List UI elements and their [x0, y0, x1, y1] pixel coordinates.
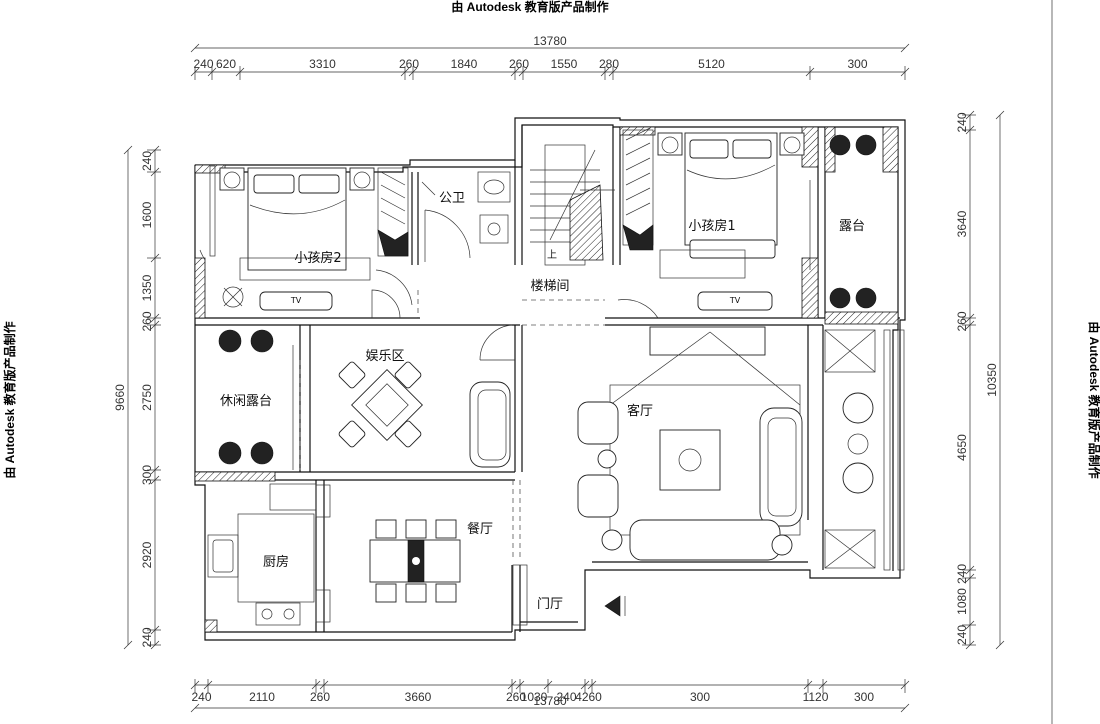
bottom-dimension-label: 2110	[249, 690, 275, 704]
terrace-plants	[829, 134, 877, 309]
top-dimension-label: 280	[599, 57, 619, 71]
public-bath-fixtures	[421, 171, 511, 244]
windows	[209, 165, 905, 571]
bottom-dimension-label: 260	[310, 690, 330, 704]
room-label-kid-room-1: 小孩房1	[688, 218, 735, 234]
leisure-terrace-plants	[218, 329, 274, 465]
watermark-right: 由 Autodesk 教育版产品制作	[1087, 321, 1100, 478]
top-dimension-label: 260	[509, 57, 529, 71]
room-label-leisure-terrace: 休闲露台	[220, 394, 272, 409]
room-label-stairwell: 楼梯间	[530, 279, 569, 294]
tv-label-2: TV	[729, 296, 741, 305]
bottom-dimension-label: 260	[506, 690, 526, 704]
dining-furniture	[315, 484, 461, 623]
living-room-furniture	[577, 326, 876, 569]
bottom-dimension-label: 300	[690, 690, 710, 704]
kid-room-1-furniture: TV	[622, 127, 805, 311]
dashed-openings	[299, 290, 605, 560]
doors	[199, 209, 659, 361]
bottom-dimension-total: 13780	[533, 694, 567, 708]
room-label-kitchen: 厨房	[263, 554, 289, 570]
top-dimension-label: 300	[847, 57, 867, 71]
right-dimension-label: 1080	[955, 588, 969, 615]
right-dimension-total: 10350	[985, 363, 999, 397]
left-dimension-label: 1350	[140, 274, 154, 301]
kitchen-fixtures	[207, 483, 317, 626]
hatched-walls	[194, 126, 899, 633]
right-dimension-label: 240	[955, 625, 969, 645]
bottom-dimension-label: 4260	[575, 690, 602, 704]
left-dimension-label: 2920	[140, 541, 154, 568]
kid-room-2-furniture: TV	[219, 167, 409, 311]
left-dimension-label: 240	[140, 627, 154, 647]
top-dimension-label: 620	[216, 57, 236, 71]
left-dimension-label: 300	[140, 465, 154, 485]
bottom-dimension-label: 3660	[405, 690, 432, 704]
top-dimension-label: 1840	[451, 57, 478, 71]
top-dimension-label: 1550	[551, 57, 578, 71]
room-label-kid-room-2: 小孩房2	[294, 250, 341, 266]
room-label-public-bath: 公卫	[439, 191, 465, 206]
tv-label-1: TV	[290, 296, 302, 305]
right-dimension-label: 3640	[955, 210, 969, 237]
dimension-left: 240 1600 1350 260 2750 300 2920 240 9660	[113, 145, 161, 650]
left-dimension-total: 9660	[113, 384, 127, 411]
entertainment-furniture	[338, 361, 511, 468]
watermark-left: 由 Autodesk 教育版产品制作	[2, 321, 17, 478]
top-dimension-label: 3310	[309, 57, 336, 71]
entrance-hall-fixtures	[512, 564, 626, 626]
right-dimension-label: 240	[955, 112, 969, 132]
left-dimension-label: 260	[140, 311, 154, 331]
stairs	[530, 144, 615, 266]
room-label-entrance-hall: 门厅	[537, 597, 563, 612]
top-dimension-label: 260	[399, 57, 419, 71]
watermark-top: 由 Autodesk 教育版产品制作	[451, 0, 608, 14]
top-dimension-label: 240	[193, 57, 213, 71]
dimension-right: 240 3640 260 4650 240 1080 240 10350	[955, 110, 1005, 650]
bottom-dimension-label: 1030	[521, 690, 548, 704]
left-dimension-label: 2750	[140, 384, 154, 411]
room-label-dining-room: 餐厅	[467, 521, 493, 537]
bottom-dimension-label: 240	[556, 690, 576, 704]
bottom-dimension-label: 1120	[803, 690, 829, 704]
right-dimension-label: 240	[955, 564, 969, 584]
right-dimension-label: 260	[955, 311, 969, 331]
bottom-dimension-label: 300	[854, 690, 874, 704]
top-dimension-label: 5120	[698, 57, 725, 71]
top-dimension-total: 13780	[533, 34, 567, 48]
room-label-living-room: 客厅	[627, 403, 653, 419]
room-label-entertainment: 娱乐区	[365, 349, 404, 364]
bottom-dimension-label: 240	[191, 690, 211, 704]
left-dimension-label: 1600	[140, 201, 154, 228]
left-dimension-label: 240	[140, 151, 154, 171]
room-label-terrace: 露台	[839, 219, 865, 234]
stair-up-label: 上	[547, 249, 557, 261]
right-dimension-label: 4650	[955, 434, 969, 461]
